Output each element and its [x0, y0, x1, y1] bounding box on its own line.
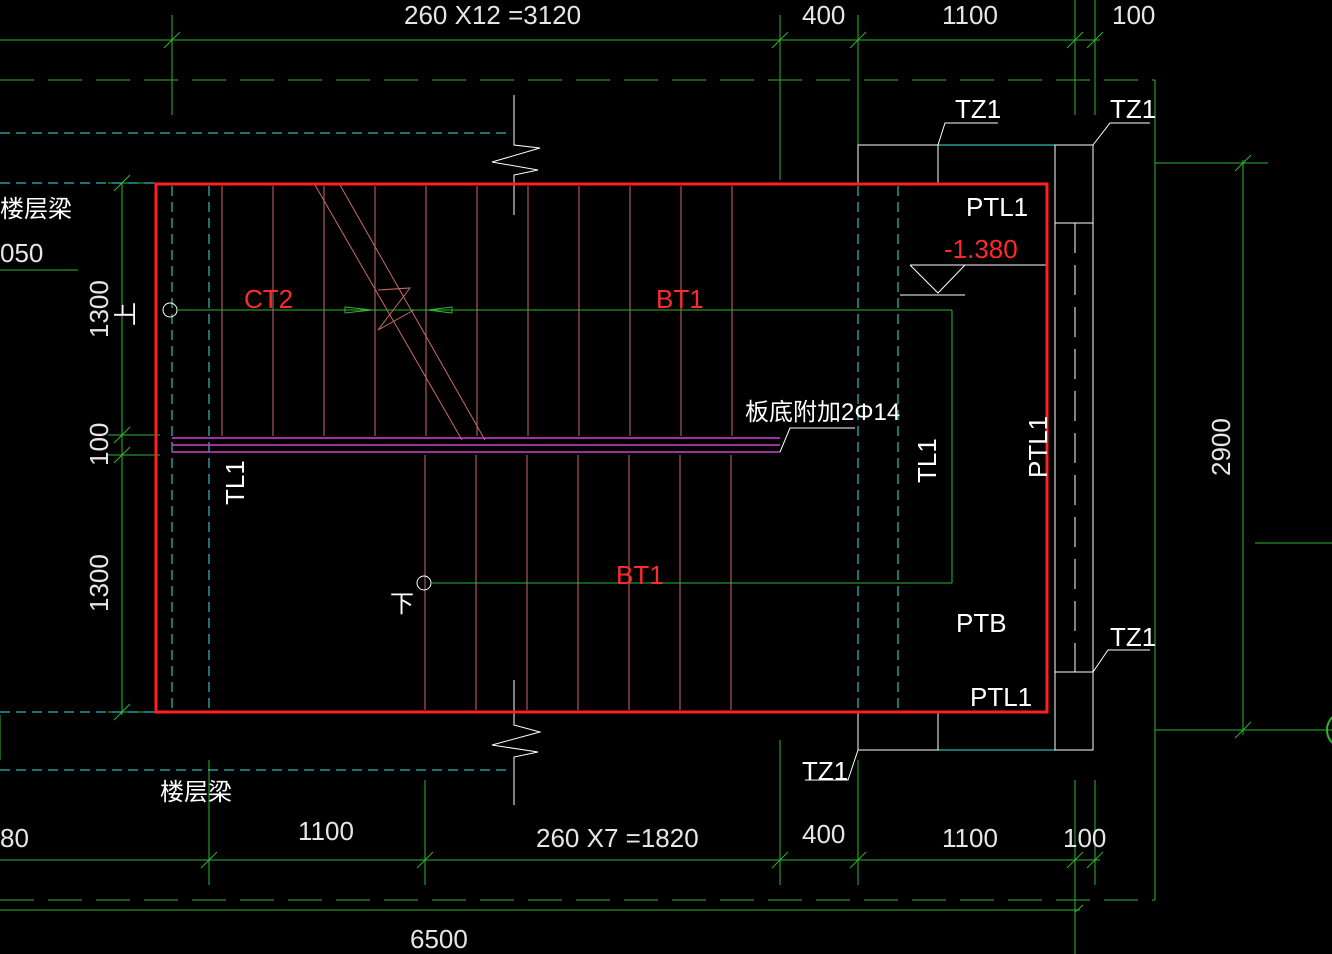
label-down: 下	[390, 591, 414, 618]
dim-bottom-1100b: 1100	[942, 823, 998, 853]
dim-top-1100: 1100	[942, 0, 998, 30]
dim-top-400: 400	[802, 0, 845, 30]
floor-beam-label-top: 楼层梁	[0, 196, 72, 223]
dim-right-2900: 2900	[1206, 418, 1236, 476]
label-rebar-note: 板底附加2Φ14	[745, 399, 900, 426]
label-up: 上	[113, 302, 140, 326]
label-ptl1-vertical: PTL1	[1023, 416, 1053, 478]
dim-bottom-80: 80	[0, 823, 29, 853]
floor-beam-label-bottom: 楼层梁	[160, 779, 232, 806]
label-tz1-right: TZ1	[1110, 622, 1156, 652]
label-ct2: CT2	[244, 284, 293, 314]
dim-left-partial: 050	[0, 238, 43, 268]
label-bt1-lower: BT1	[616, 560, 664, 590]
dim-bottom-treads: 260 X7 =1820	[536, 823, 699, 853]
label-ptl1-top: PTL1	[966, 192, 1028, 222]
grid-bubble	[1326, 716, 1332, 744]
beam-lines	[0, 132, 1055, 771]
label-elevation: -1.380	[944, 234, 1018, 264]
stair-outline[interactable]	[154, 182, 1049, 714]
label-tz1-top-left: TZ1	[955, 94, 1001, 124]
dim-top-treads: 260 X12 =3120	[404, 0, 581, 30]
dim-left-100: 100	[84, 423, 114, 466]
label-bt1-upper: BT1	[656, 284, 704, 314]
label-tl1-left: TL1	[220, 460, 250, 505]
dim-overall: 6500	[410, 924, 468, 954]
walk-line	[178, 306, 953, 584]
up-start-marker	[162, 302, 178, 318]
dim-left-1300b: 1300	[84, 554, 114, 612]
dim-bottom-1100a: 1100	[298, 816, 354, 846]
label-tl1-right: TL1	[912, 438, 942, 483]
label-tz1-top-right: TZ1	[1110, 94, 1156, 124]
dim-top-100: 100	[1112, 0, 1155, 30]
stair-diagonal	[314, 184, 486, 441]
label-tz1-bottom: TZ1	[802, 756, 848, 786]
rebar-leader	[779, 427, 855, 453]
dim-bottom-100: 100	[1063, 823, 1106, 853]
label-ptb: PTB	[956, 608, 1007, 638]
down-start-marker	[416, 575, 432, 591]
stair-treads[interactable]	[221, 186, 733, 710]
dim-left-1300a: 1300	[84, 280, 114, 338]
dim-bottom-400: 400	[802, 819, 845, 849]
label-ptl1-bottom: PTL1	[970, 682, 1032, 712]
rebar-lines	[172, 437, 780, 453]
